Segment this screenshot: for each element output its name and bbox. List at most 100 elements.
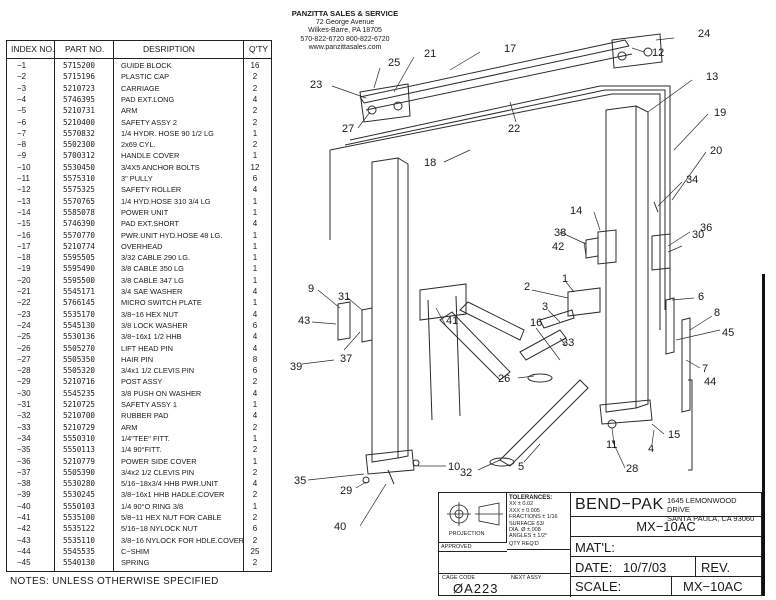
row-index: −37 (17, 467, 31, 477)
projection-label: PROJECTION (449, 531, 485, 537)
row-part-no: 5210700 (63, 411, 96, 421)
row-part-no: 5535170 (63, 309, 96, 319)
row-index: −36 (17, 456, 31, 466)
row-index: −39 (17, 490, 31, 500)
arm-5 (499, 379, 589, 467)
row-description: 3/8−16x1 1/2 HHB (121, 332, 182, 342)
callout-label: 12 (652, 47, 664, 59)
row-part-no: 5530280 (63, 479, 96, 489)
header-qty: Q'TY (249, 44, 269, 54)
row-index: −11 (17, 174, 30, 183)
row-description: 3/8 CABLE 350 LG (121, 264, 184, 274)
callout-label: 8 (714, 307, 720, 319)
row-index: −26 (17, 343, 31, 353)
row-qty: 2 (252, 106, 258, 116)
row-qty: 4 (252, 343, 258, 353)
row-index: −31 (17, 400, 31, 409)
row-qty: 4 (252, 411, 258, 421)
overhead-beam-edge (365, 53, 633, 111)
row-part-no: 5570832 (63, 128, 96, 138)
arm-33 (519, 329, 567, 361)
row-part-no: 5550310 (63, 433, 96, 443)
tolerances-cell: TOLERANCES: XX ± 0.02 XXX ± 0.005 FRACTI… (507, 493, 571, 597)
callout-label: 28 (626, 463, 638, 475)
row-qty: 2 (252, 513, 258, 522)
row-description: 3/4x1 1/2 CLEVIS PIN (121, 366, 195, 376)
row-index: −41 (17, 513, 31, 522)
tolerance-xxx: XXX ± 0.005 (509, 507, 540, 514)
row-qty: 4 (252, 388, 258, 398)
row-index: −33 (17, 422, 31, 432)
row-part-no: 5550113 (63, 445, 96, 455)
company-address-line-1: 72 George Avenue (315, 18, 375, 26)
row-description: MICRO SWITCH PLATE (121, 298, 202, 308)
safety-assy-6 (665, 297, 675, 355)
callout-label: 4 (648, 443, 654, 455)
row-part-no: 5535100 (63, 513, 96, 522)
row-description: 3/8−16x1 HHB HADLE.COVER (121, 490, 225, 500)
row-description: LIFT HEAD PIN (121, 343, 174, 353)
callout-label: 20 (710, 145, 722, 157)
row-index: −35 (17, 445, 31, 455)
row-part-no: 5505270 (63, 343, 96, 353)
row-index: −27 (17, 354, 31, 364)
callout-label: 35 (294, 475, 306, 487)
company-name: PANZITTA SALES & SERVICE (291, 9, 399, 18)
table-row: −26 5505270 LIFT HEAD PIN 4 (7, 343, 271, 354)
cable-20 (344, 89, 666, 310)
row-part-no: 5535110 (63, 535, 96, 545)
notes-text: NOTES: UNLESS OTHERWISE SPECIFIED (10, 576, 219, 587)
row-index: −8 (17, 140, 27, 150)
projection-symbol-icon (447, 502, 503, 526)
row-index: −44 (17, 546, 31, 556)
row-description: OVERHEAD (121, 241, 163, 251)
next-assy-label: NEXT ASSY (511, 575, 542, 581)
row-part-no: 5575325 (63, 185, 96, 195)
callout-label: 24 (698, 28, 710, 40)
row-part-no: 5715196 (63, 72, 96, 82)
power-unit (597, 229, 617, 265)
row-index: −9 (17, 151, 27, 161)
row-description: PAD EXT.LONG (121, 94, 175, 104)
callout-label: 25 (388, 57, 400, 69)
row-description: 3/8−16 NYLOCK FOR HDLE.COVER (121, 535, 245, 545)
row-description: 5/8−11 HEX NUT FOR CABLE (121, 513, 222, 522)
callout-label: 16 (530, 317, 542, 329)
row-description: 3/8 PUSH ON WASHER (121, 388, 202, 398)
row-part-no: 5700312 (63, 151, 96, 161)
row-description: POST ASSY (121, 377, 163, 387)
row-part-no: 5570770 (63, 230, 96, 240)
row-index: −2 (17, 72, 27, 82)
callout-label: 9 (308, 283, 314, 295)
header-part-no: PART NO. (65, 44, 105, 54)
pulley-right-a (617, 51, 627, 61)
row-qty: 2 (252, 83, 258, 93)
row-index: −15 (17, 219, 31, 229)
row-index: −30 (17, 388, 31, 398)
bolt-34 (653, 201, 659, 213)
pulley-left-b (393, 101, 403, 111)
row-description: HAIR PIN (121, 354, 154, 364)
arm-extension (539, 309, 575, 329)
lift-pad (489, 457, 515, 467)
row-qty: 2 (252, 117, 258, 127)
row-qty: 1 (252, 207, 258, 217)
right-post-side (635, 105, 649, 409)
divider (439, 573, 571, 574)
right-carriage (567, 287, 601, 317)
callout-label: 2 (524, 281, 530, 293)
left-post-side (397, 157, 409, 459)
callout-label: 43 (298, 315, 310, 327)
row-qty: 4 (252, 332, 258, 342)
row-index: −7 (17, 128, 27, 138)
row-qty: 1 (252, 196, 258, 206)
